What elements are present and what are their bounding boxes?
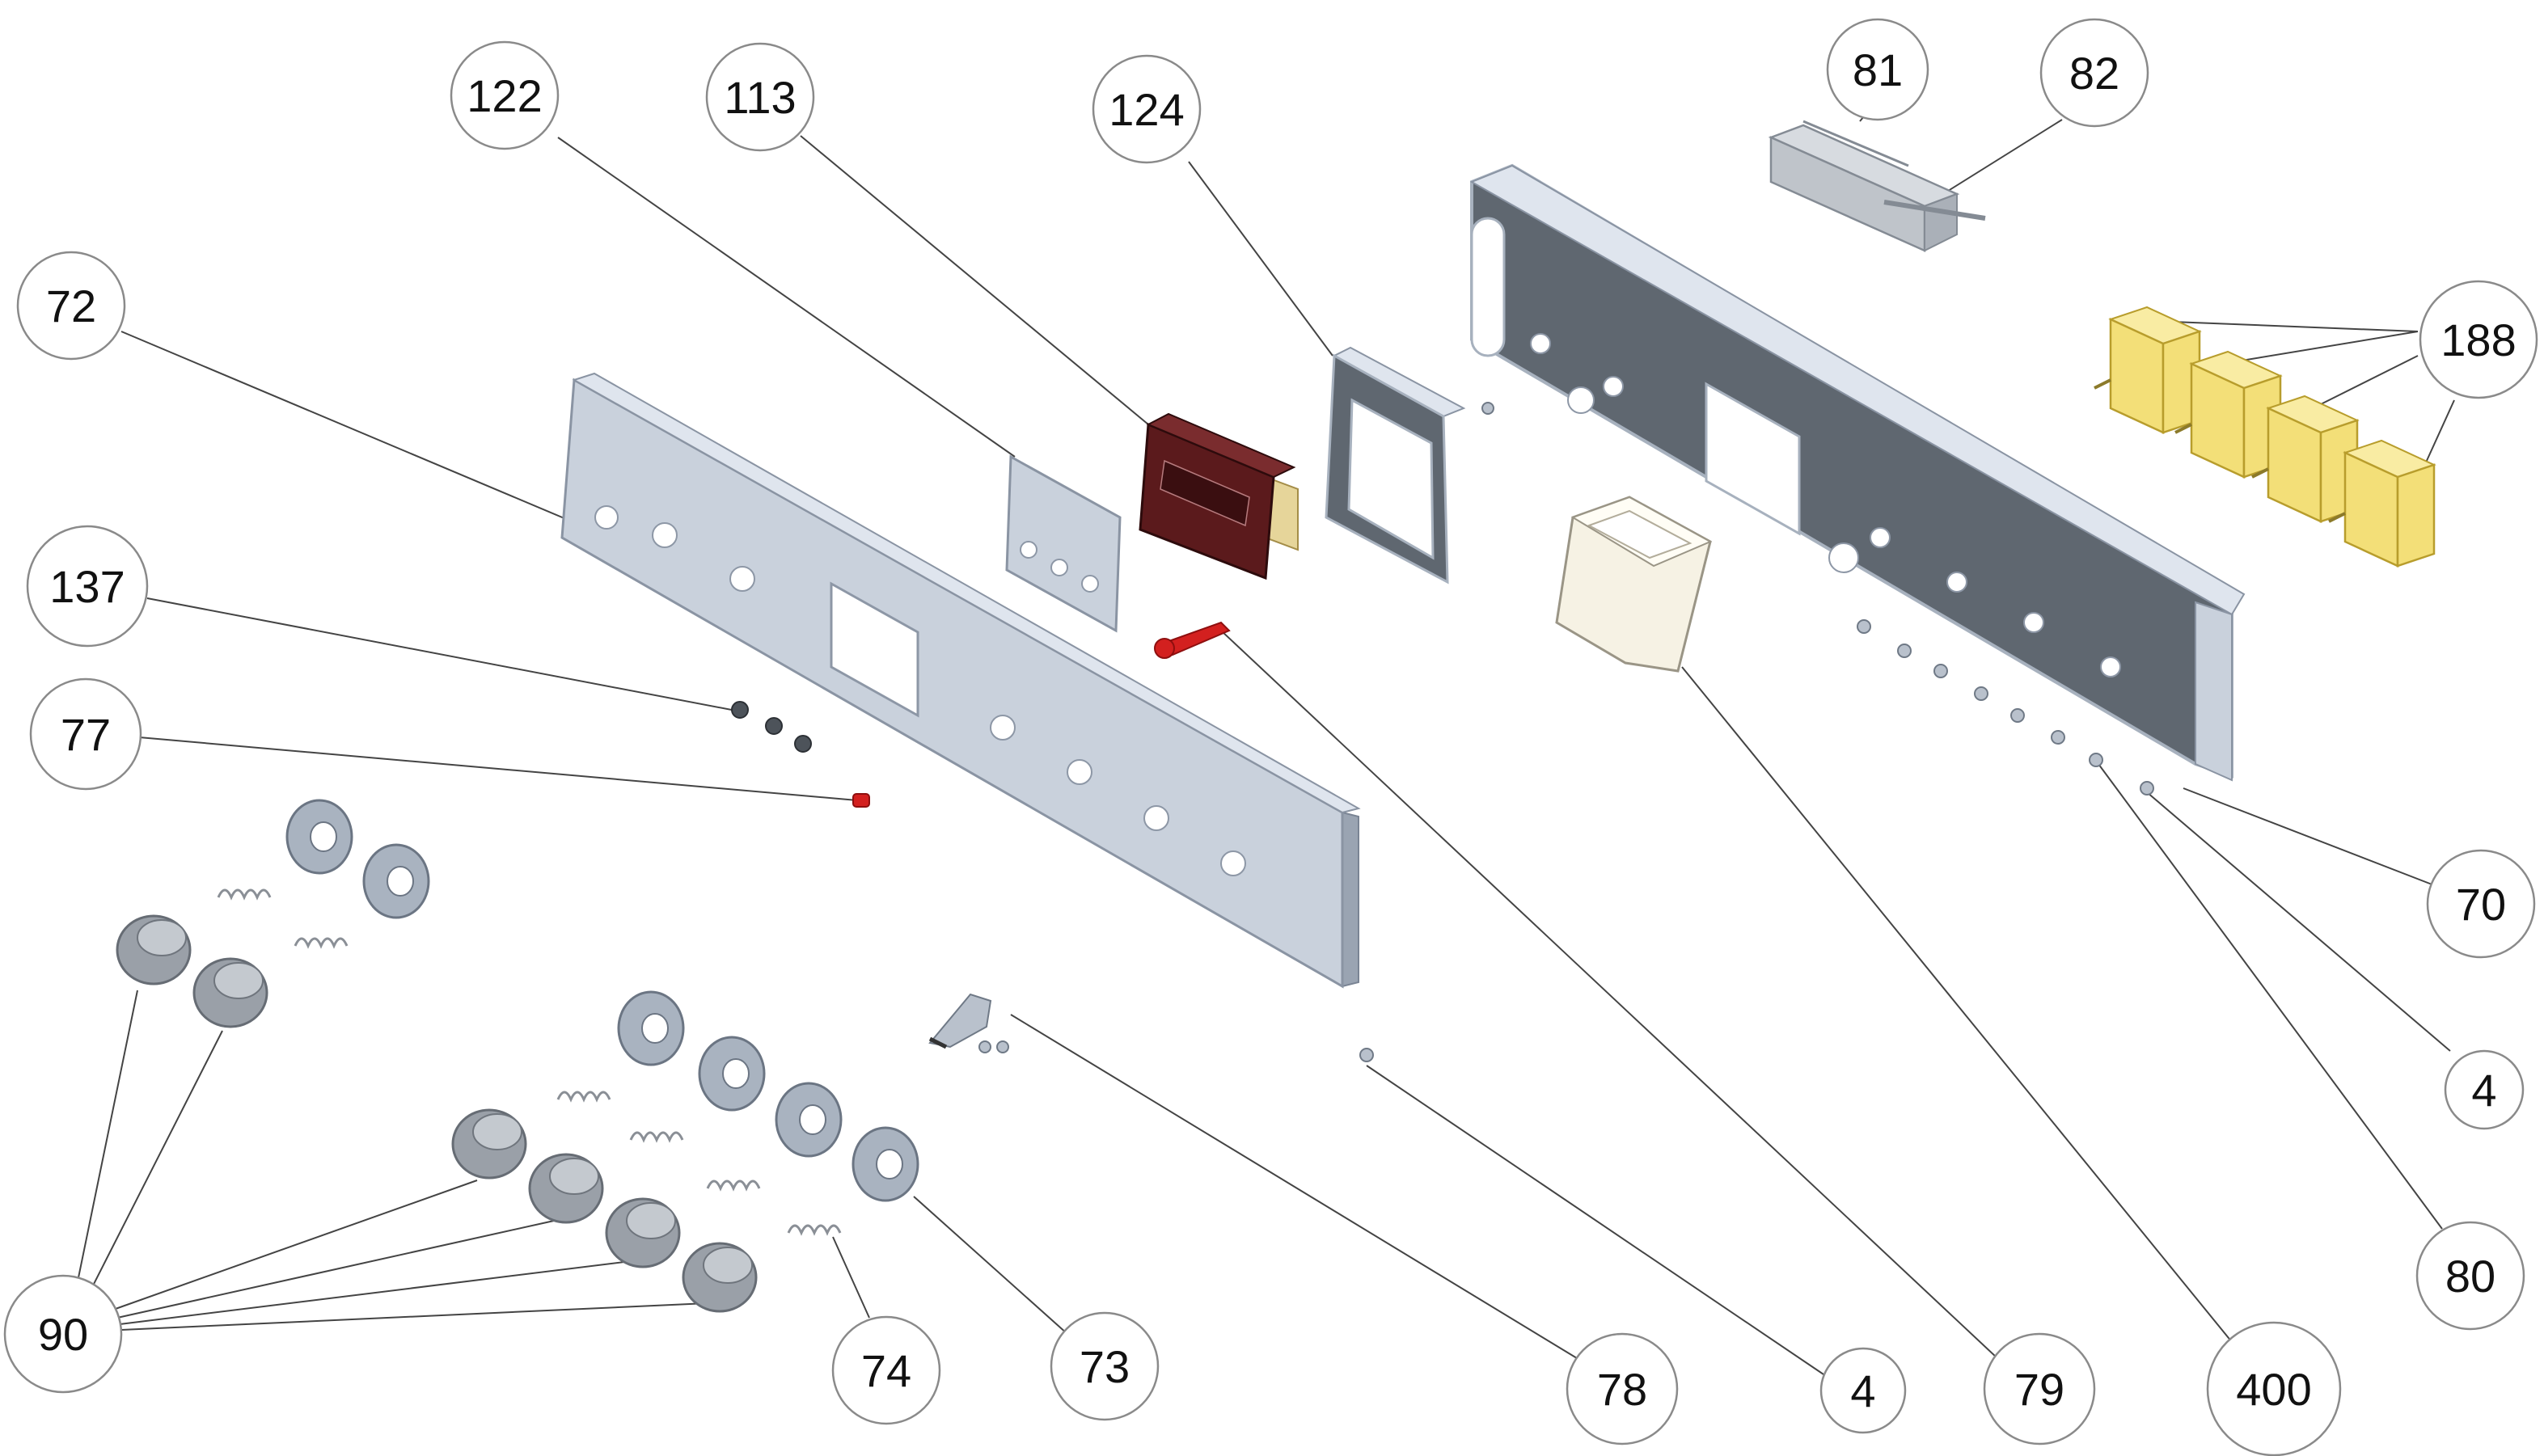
callout-188: 188 (2419, 280, 2538, 399)
leader-90-6 (120, 1302, 708, 1331)
callout-78: 78 (1566, 1332, 1679, 1445)
callout-72: 72 (16, 251, 126, 361)
part-bracket-78 (928, 993, 1009, 1053)
part-clock-bracket (1325, 346, 1466, 585)
callout-label-188: 188 (2440, 314, 2516, 365)
part-switch-housings (2094, 306, 2436, 568)
leader-72 (120, 331, 567, 520)
leader-82 (1932, 119, 2063, 201)
callout-label-79: 79 (2014, 1364, 2064, 1415)
leader-90-3 (112, 1180, 478, 1310)
leader-90-2 (88, 1030, 223, 1294)
leader-77 (138, 736, 858, 801)
callout-label-4-bottom: 4 (1850, 1365, 1875, 1416)
leader-90-5 (119, 1260, 632, 1325)
leader-400 (1681, 666, 2233, 1343)
leader-74 (832, 1236, 870, 1319)
leader-4b (1366, 1065, 1824, 1375)
callout-77: 77 (29, 677, 142, 791)
callout-label-80: 80 (2445, 1251, 2495, 1302)
callout-80: 80 (2415, 1221, 2525, 1331)
callout-label-73: 73 (1080, 1341, 1130, 1392)
callout-81: 81 (1826, 18, 1929, 121)
callout-400: 400 (2206, 1321, 2342, 1456)
callout-label-77: 77 (61, 709, 111, 760)
leader-70 (2183, 787, 2435, 886)
callout-70: 70 (2426, 849, 2536, 959)
leader-lines (76, 103, 2455, 1375)
leader-122 (557, 137, 1016, 458)
leader-137 (146, 597, 741, 712)
part-indicator-light (1154, 621, 1231, 659)
part-rotary-switch (1768, 120, 1986, 252)
callout-122: 122 (450, 40, 560, 150)
callout-73: 73 (1050, 1311, 1160, 1421)
callout-label-122: 122 (467, 70, 542, 121)
part-clock-plate (1005, 454, 1122, 633)
leader-124 (1188, 161, 1333, 357)
leader-188-2 (2231, 331, 2419, 363)
callout-label-113: 113 (724, 72, 796, 123)
callout-137: 137 (26, 525, 149, 648)
callout-label-81: 81 (1853, 44, 1903, 95)
callout-label-70: 70 (2456, 879, 2506, 930)
callout-label-400: 400 (2236, 1364, 2311, 1415)
leader-113 (800, 135, 1149, 425)
leader-90-1 (76, 990, 138, 1286)
callout-4-right: 4 (2444, 1049, 2525, 1130)
callout-113: 113 (705, 42, 815, 152)
leader-79 (1220, 630, 1998, 1359)
callouts: 122 113 124 81 82 72 188 137 (3, 18, 2538, 1456)
leader-80 (2098, 763, 2443, 1230)
callout-label-74: 74 (861, 1345, 911, 1396)
callout-label-82: 82 (2069, 48, 2119, 99)
leader-78 (1010, 1014, 1578, 1359)
callout-74: 74 (831, 1315, 941, 1425)
part-knobs (116, 914, 758, 1313)
part-springs (217, 888, 842, 1236)
leader-73 (913, 1196, 1068, 1335)
callout-124: 124 (1092, 54, 1202, 164)
part-cover-box (1555, 496, 1713, 673)
part-screws-137 (731, 701, 812, 753)
part-bezels (285, 799, 919, 1202)
part-front-panel (560, 372, 1361, 989)
callout-79: 79 (1983, 1332, 2096, 1445)
callout-label-90: 90 (38, 1309, 88, 1360)
callout-label-78: 78 (1597, 1364, 1647, 1415)
callout-label-4-right: 4 (2471, 1065, 2496, 1116)
leader-4a (2146, 791, 2451, 1052)
callout-4-bottom: 4 (1819, 1347, 1907, 1434)
callout-82: 82 (2039, 18, 2149, 128)
callout-90: 90 (3, 1274, 123, 1394)
callout-label-72: 72 (46, 281, 96, 331)
part-red-button (852, 793, 870, 808)
leader-90-4 (116, 1220, 555, 1319)
callout-label-124: 124 (1109, 84, 1184, 135)
callout-label-137: 137 (49, 561, 125, 612)
part-screws (1359, 402, 2154, 1062)
leader-188-3 (2312, 355, 2419, 409)
part-digital-clock (1139, 412, 1299, 580)
part-rear-frame (1469, 163, 2246, 782)
